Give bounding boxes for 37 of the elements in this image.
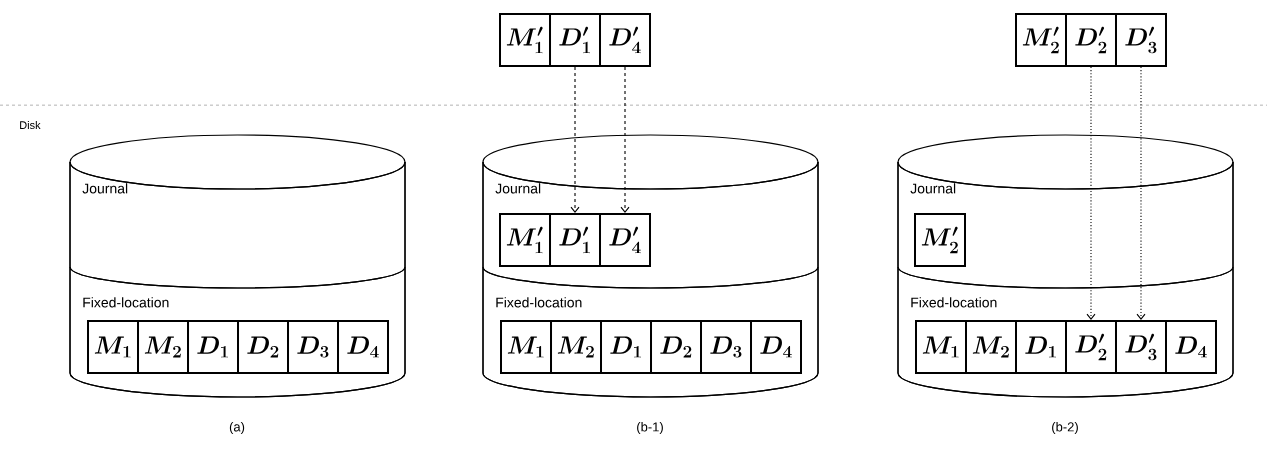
block-cell: $D_1$ <box>187 320 239 374</box>
block-cell: $D_2$ <box>237 320 289 374</box>
block-cell: $D_1$ <box>600 320 652 374</box>
panel-caption: (b-1) <box>637 421 663 435</box>
panel-caption: (b-2) <box>1052 421 1078 435</box>
block-cell: $D'_2$ <box>1065 13 1117 67</box>
block-cell: $M_2$ <box>137 320 189 374</box>
arrow <box>620 66 630 213</box>
arrow <box>1086 66 1096 320</box>
block-cell: $D'_1$ <box>549 213 601 267</box>
block-cell: $M_1$ <box>500 320 552 374</box>
block-cell: $D_2$ <box>650 320 702 374</box>
block-cell: $M'_1$ <box>499 13 551 67</box>
block-cell: $D_1$ <box>1015 320 1067 374</box>
block-cell: $M_1$ <box>915 320 967 374</box>
block-cell: $M_1$ <box>87 320 139 374</box>
block-cell: $D'_2$ <box>1065 320 1117 374</box>
block-cell: $D'_4$ <box>599 13 651 67</box>
block-cell: $D_4$ <box>337 320 389 374</box>
block-cell: $D'_3$ <box>1115 320 1167 374</box>
block-cell: $D'_1$ <box>549 13 601 67</box>
block-cell: $D'_3$ <box>1115 13 1167 67</box>
block-cell: $M'_2$ <box>914 213 966 267</box>
block-cell: $M_2$ <box>550 320 602 374</box>
block-cell: $D_3$ <box>287 320 339 374</box>
block-cell: $D_4$ <box>750 320 802 374</box>
region-label: Disk <box>20 120 41 130</box>
block-cell: $M_2$ <box>965 320 1017 374</box>
block-cell: $M'_1$ <box>499 213 551 267</box>
block-cell: $D_4$ <box>1165 320 1217 374</box>
panel-caption: (a) <box>229 421 245 435</box>
arrow <box>570 66 580 213</box>
arrow <box>1136 66 1146 320</box>
block-cell: $D_3$ <box>700 320 752 374</box>
block-cell: $M'_2$ <box>1015 13 1067 67</box>
journal-section: Journal <box>69 161 406 289</box>
block-cell: $D'_4$ <box>599 213 651 267</box>
